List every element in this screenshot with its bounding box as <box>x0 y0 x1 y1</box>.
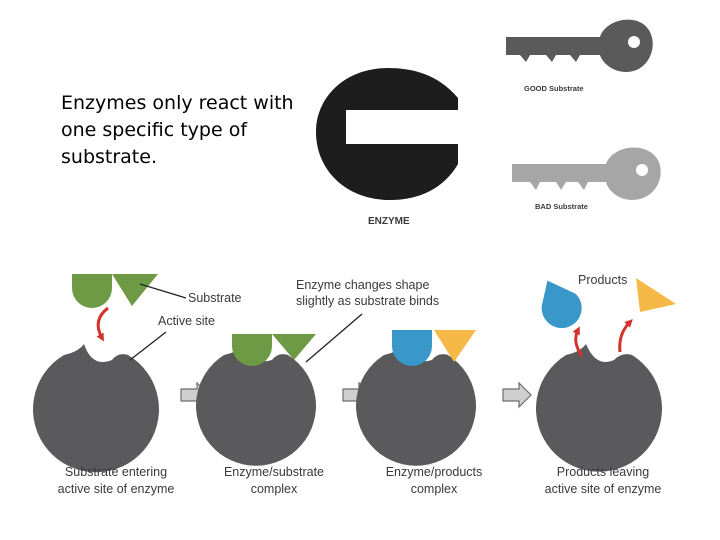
active-site-pointer <box>129 331 167 361</box>
substrate-semicircle <box>72 274 112 308</box>
bad-substrate-key <box>512 147 661 200</box>
enzyme-stage-1 <box>33 344 160 473</box>
caption-2-line1: Enzyme/substrate <box>224 465 324 479</box>
caption-1-line2: active site of enzyme <box>58 482 175 496</box>
shape-change-label-line1: Enzyme changes shape <box>296 278 429 292</box>
leaving-arrow-right <box>618 319 633 353</box>
entering-arrow <box>96 306 109 342</box>
enzyme-label: ENZYME <box>368 216 410 227</box>
product-semicircle <box>392 330 432 366</box>
enzyme-lock-shape <box>316 68 458 200</box>
enzyme-stage-2 <box>196 344 317 466</box>
product-triangle <box>434 330 476 362</box>
products-label: Products <box>578 273 627 287</box>
shape-change-pointer <box>305 313 363 363</box>
substrate-triangle <box>112 274 158 306</box>
bound-substrate-semicircle <box>232 334 272 366</box>
good-substrate-label: GOOD Substrate <box>524 84 584 93</box>
caption-3-line1: Enzyme/products <box>386 465 483 479</box>
caption-3-line2: complex <box>411 482 458 496</box>
step-arrow-3 <box>502 381 532 409</box>
caption-1-line1: Substrate entering <box>65 465 167 479</box>
active-site-label: Active site <box>158 314 215 328</box>
substrate-label: Substrate <box>188 291 242 305</box>
enzyme-stage-3 <box>356 344 477 466</box>
shape-change-label-line2: slightly as substrate binds <box>296 294 439 308</box>
caption-4-line1: Products leaving <box>557 465 649 479</box>
good-substrate-key <box>506 19 653 72</box>
caption-2-line2: complex <box>251 482 298 496</box>
bad-substrate-label: BAD Substrate <box>535 202 588 211</box>
enzyme-stage-4 <box>536 344 663 472</box>
released-product-semicircle <box>541 280 582 329</box>
leaving-arrow-left <box>572 326 584 357</box>
slide-body-text: Enzymes only react with one specific typ… <box>61 92 294 168</box>
substrate-pointer <box>139 283 187 299</box>
caption-4-line2: active site of enzyme <box>545 482 662 496</box>
bound-substrate-triangle <box>272 334 316 360</box>
released-product-triangle <box>636 278 676 312</box>
